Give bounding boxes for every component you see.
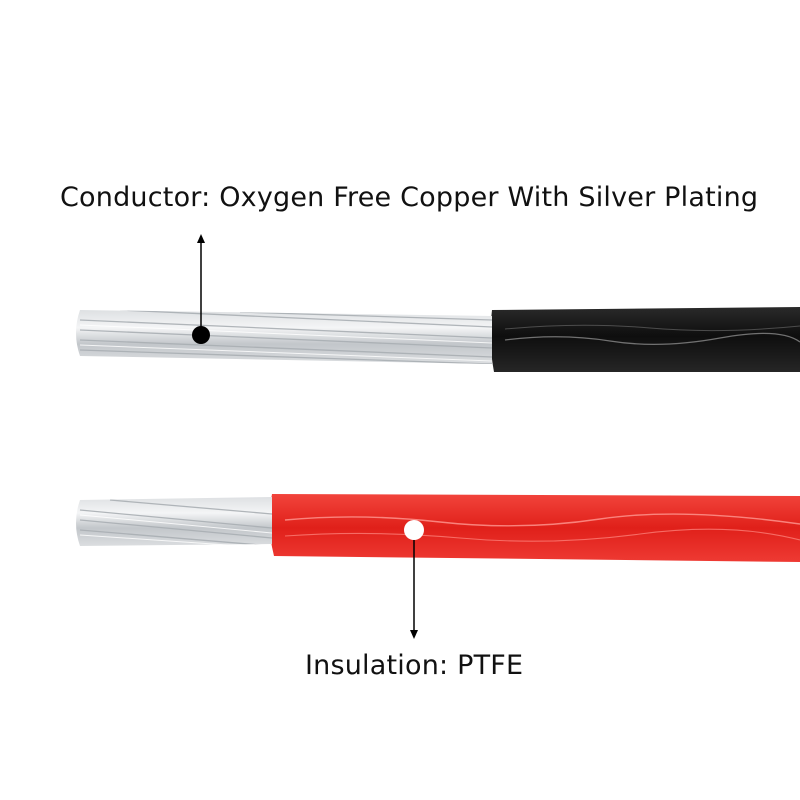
red-insulation-texture — [284, 528, 800, 542]
black-insulation — [490, 307, 800, 372]
red-wire — [76, 494, 800, 562]
black-insulation-texture — [504, 324, 800, 332]
red-insulation-texture — [284, 513, 800, 527]
conductor-callout — [192, 234, 210, 344]
black-insulation-texture — [504, 332, 800, 345]
insulation-label: Insulation: PTFE — [305, 650, 524, 681]
black-wire — [76, 307, 800, 372]
conductor-marker-dot — [192, 326, 210, 344]
red-insulation — [269, 494, 800, 562]
insulation-marker-dot — [404, 520, 424, 540]
insulation-callout — [404, 520, 424, 639]
silver-conductor-top — [76, 310, 492, 364]
insulation-arrow-icon — [410, 630, 418, 639]
conductor-label: Conductor: Oxygen Free Copper With Silve… — [60, 182, 759, 213]
conductor-arrow-icon — [197, 234, 205, 243]
silver-conductor-bottom — [76, 497, 272, 546]
